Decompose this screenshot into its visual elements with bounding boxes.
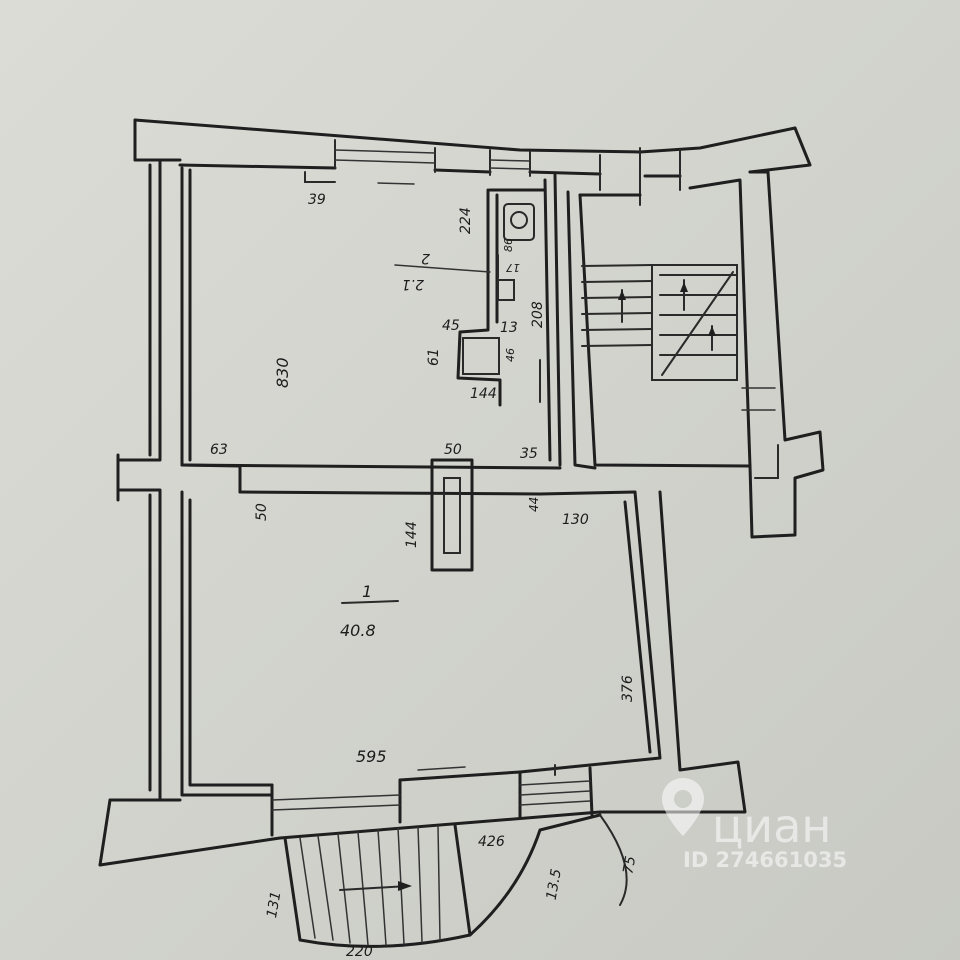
right-corridor-walls xyxy=(598,490,747,814)
bottom-window-2 xyxy=(518,764,594,820)
room1-label-divider xyxy=(341,600,399,604)
dim-130: 130 xyxy=(562,512,589,528)
dim-44: 44 xyxy=(527,497,541,512)
room-labels: 1 40.8 2 2.1 xyxy=(340,250,430,640)
cian-watermark: циан ID 274661035 xyxy=(662,778,847,872)
dim-595: 595 xyxy=(356,747,387,766)
dim-86: 86 xyxy=(502,238,515,252)
room1-number: 1 xyxy=(362,582,372,601)
room1-area: 40.8 xyxy=(340,621,376,640)
bathroom xyxy=(394,188,547,407)
dim-144-kitchen: 144 xyxy=(470,386,497,402)
location-pin-icon xyxy=(662,778,704,836)
dim-224: 224 xyxy=(458,207,474,234)
dimension-labels: 39 224 86 17 45 13 208 61 46 144 830 63 … xyxy=(210,192,639,960)
wall-niche xyxy=(304,171,336,183)
top-window-2 xyxy=(489,149,531,177)
bottom-outer-wall xyxy=(98,798,602,867)
dim-830: 830 xyxy=(273,357,292,388)
room2-area: 2.1 xyxy=(402,276,424,292)
top-window-1 xyxy=(334,139,436,185)
dim-50-top: 50 xyxy=(444,442,462,458)
entrance-arrow-icon xyxy=(398,881,412,891)
watermark-id: ID 274661035 xyxy=(683,848,847,872)
dim-13: 13 xyxy=(500,320,518,336)
dim-75: 75 xyxy=(620,855,639,875)
dim-131: 131 xyxy=(264,890,284,919)
dim-61: 61 xyxy=(426,348,442,366)
dim-13-5: 13.5 xyxy=(544,868,565,902)
room2-number: 2 xyxy=(421,250,430,266)
stairwell xyxy=(566,170,825,539)
dim-426: 426 xyxy=(478,834,505,850)
left-outer-wall xyxy=(98,158,162,867)
dim-46: 46 xyxy=(504,348,517,362)
dim-39: 39 xyxy=(308,192,326,208)
top-outer-wall xyxy=(133,118,812,178)
stair-flights xyxy=(581,264,776,411)
dim-220: 220 xyxy=(346,944,373,960)
stove xyxy=(430,458,474,572)
dim-50-left: 50 xyxy=(254,503,270,521)
dim-35: 35 xyxy=(520,446,538,462)
upper-room-walls xyxy=(180,166,562,496)
dim-45: 45 xyxy=(442,318,460,334)
stair-arrow-icon xyxy=(618,279,716,351)
toilet-icon xyxy=(503,203,535,241)
dim-208: 208 xyxy=(530,301,546,328)
watermark-brand: циан xyxy=(712,799,831,853)
bottom-window-1 xyxy=(270,766,466,837)
lower-room-walls xyxy=(180,490,662,797)
dim-144-stove: 144 xyxy=(404,521,420,548)
dim-17: 17 xyxy=(506,261,520,274)
dim-376: 376 xyxy=(620,675,636,702)
entrance-stairs xyxy=(283,813,628,948)
dim-63: 63 xyxy=(210,442,228,458)
